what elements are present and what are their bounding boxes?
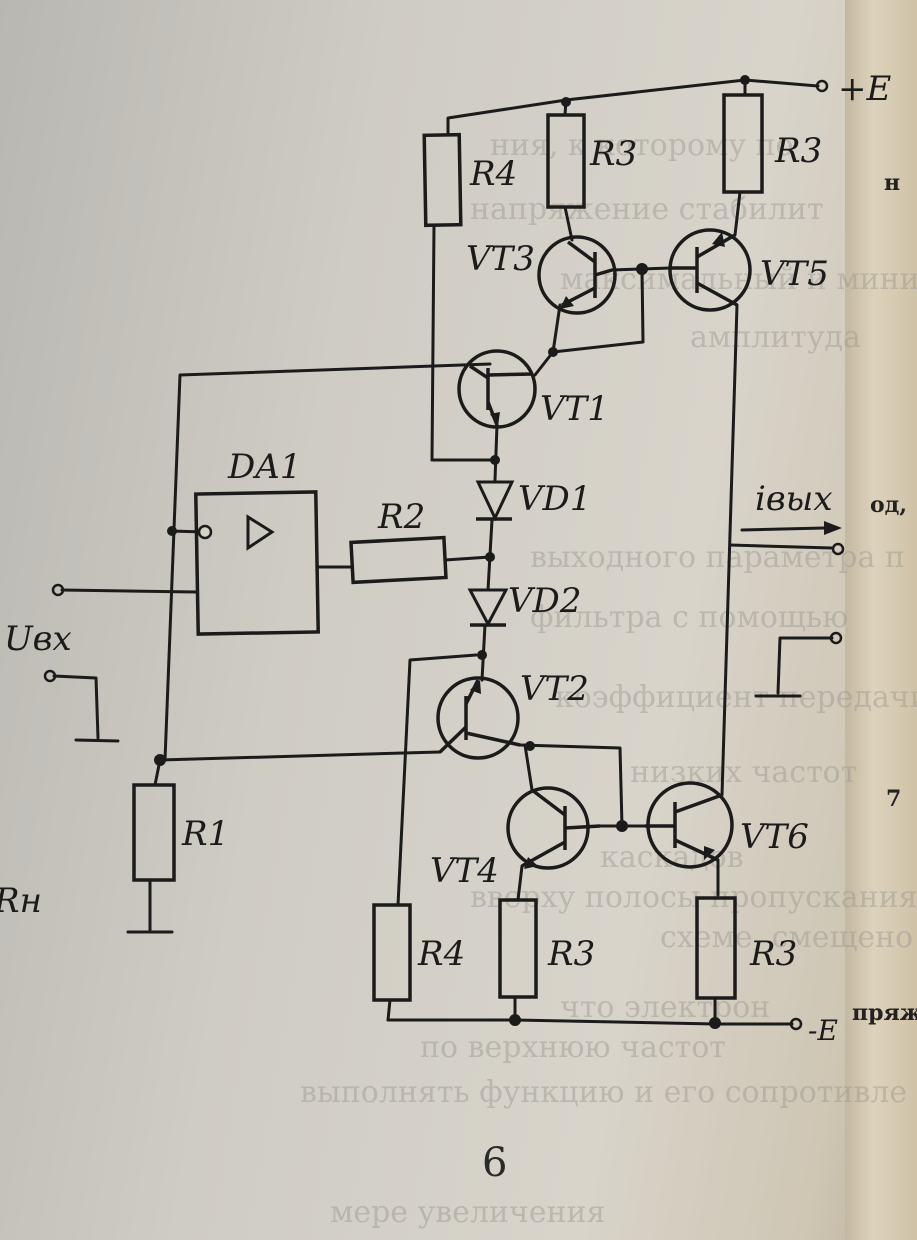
diode-vd1 [475,480,515,522]
resistor-r1 [132,783,176,882]
ghost-line: ния, к которому по [490,128,794,163]
resistor-r2 [349,535,448,585]
terminal-output [831,542,845,556]
diode-vd2 [467,588,509,628]
label-r2: R2 [377,497,425,537]
edge-text: 7 [886,786,902,812]
resistors [132,93,764,1002]
label-minus-e: -E [808,1014,838,1047]
output-current-arrows [740,521,842,535]
ghost-line: фильтра с помощью [530,600,849,635]
label-i-out: iвых [755,479,833,519]
transistor-vt4 [506,786,601,870]
ghost-line: схеме, смещено в [660,920,917,955]
label-r-load: Rн [0,881,42,921]
label-r4-top: R4 [469,154,517,194]
ghost-line: максимальный и миним [560,262,917,297]
label-vt1: VT1 [540,389,609,429]
ghost-line: коэффициент передачи [555,680,917,715]
label-r4-bottom: R4 [417,934,465,974]
terminal-plus-e [815,79,829,93]
label-da1: DA1 [227,447,301,487]
resistor-r3-top-left [546,113,586,209]
wires [52,78,834,1026]
terminal-minus-e [789,1017,803,1031]
terminal-output-ground [829,631,843,645]
label-r3-bottom-right: R3 [749,934,797,974]
transistor-vt6 [645,781,734,869]
label-vt4: VT4 [430,851,499,891]
ghost-line: напряжение стабилит [470,192,824,227]
label-r3-top-right: R3 [774,131,822,171]
resistor-r4-top [422,132,463,228]
ghost-line: вверху полосы пропускания [470,880,917,915]
book-spine [845,0,917,1240]
label-r3-bottom-left: R3 [547,934,595,974]
ghost-line: каскадов [600,840,744,875]
terminal-input [51,583,65,597]
resistor-r4-bottom [372,903,412,1002]
label-vd1: VD1 [518,479,591,519]
label-vt5: VT5 [760,254,829,294]
transistor-vt2 [436,676,521,760]
label-vd2: VD2 [508,581,581,621]
terminals [43,79,845,1031]
label-vt3: VT3 [466,239,535,279]
ghost-line: мере увеличения [330,1195,606,1230]
ghost-line: по верхнюю частот [420,1030,726,1065]
edge-text: н [884,170,901,196]
label-vt2: VT2 [520,669,589,709]
transistor-vt1 [457,349,537,429]
transistor-vt3 [537,235,617,315]
ghost-line: низких частот [630,755,858,790]
transistor-vt5 [668,228,752,312]
label-vt6: VT6 [740,817,809,857]
edge-text: од, [870,492,907,518]
opamp-da1 [194,490,320,636]
label-r3-top-left: R3 [589,134,637,174]
junction-dots [154,75,750,1029]
ghost-line: амплитуда [690,320,861,355]
label-plus-e: +E [838,69,891,109]
edge-text: пряж [852,1000,917,1026]
resistor-r3-top-right [722,93,764,194]
resistor-r3-bottom-left [498,898,538,999]
label-u-in: Uвх [4,619,72,659]
terminal-input-ground [43,669,57,683]
resistor-r3-bottom-right [695,896,737,1000]
page-number: 6 [482,1140,508,1186]
ghost-line: выполнять функцию и его сопротивле [300,1075,908,1110]
component-labels: +E R4 R3 R3 VT3 VT5 VT1 DA1 VD1 R2 VD2 i… [0,69,891,1047]
label-r1: R1 [181,814,229,854]
